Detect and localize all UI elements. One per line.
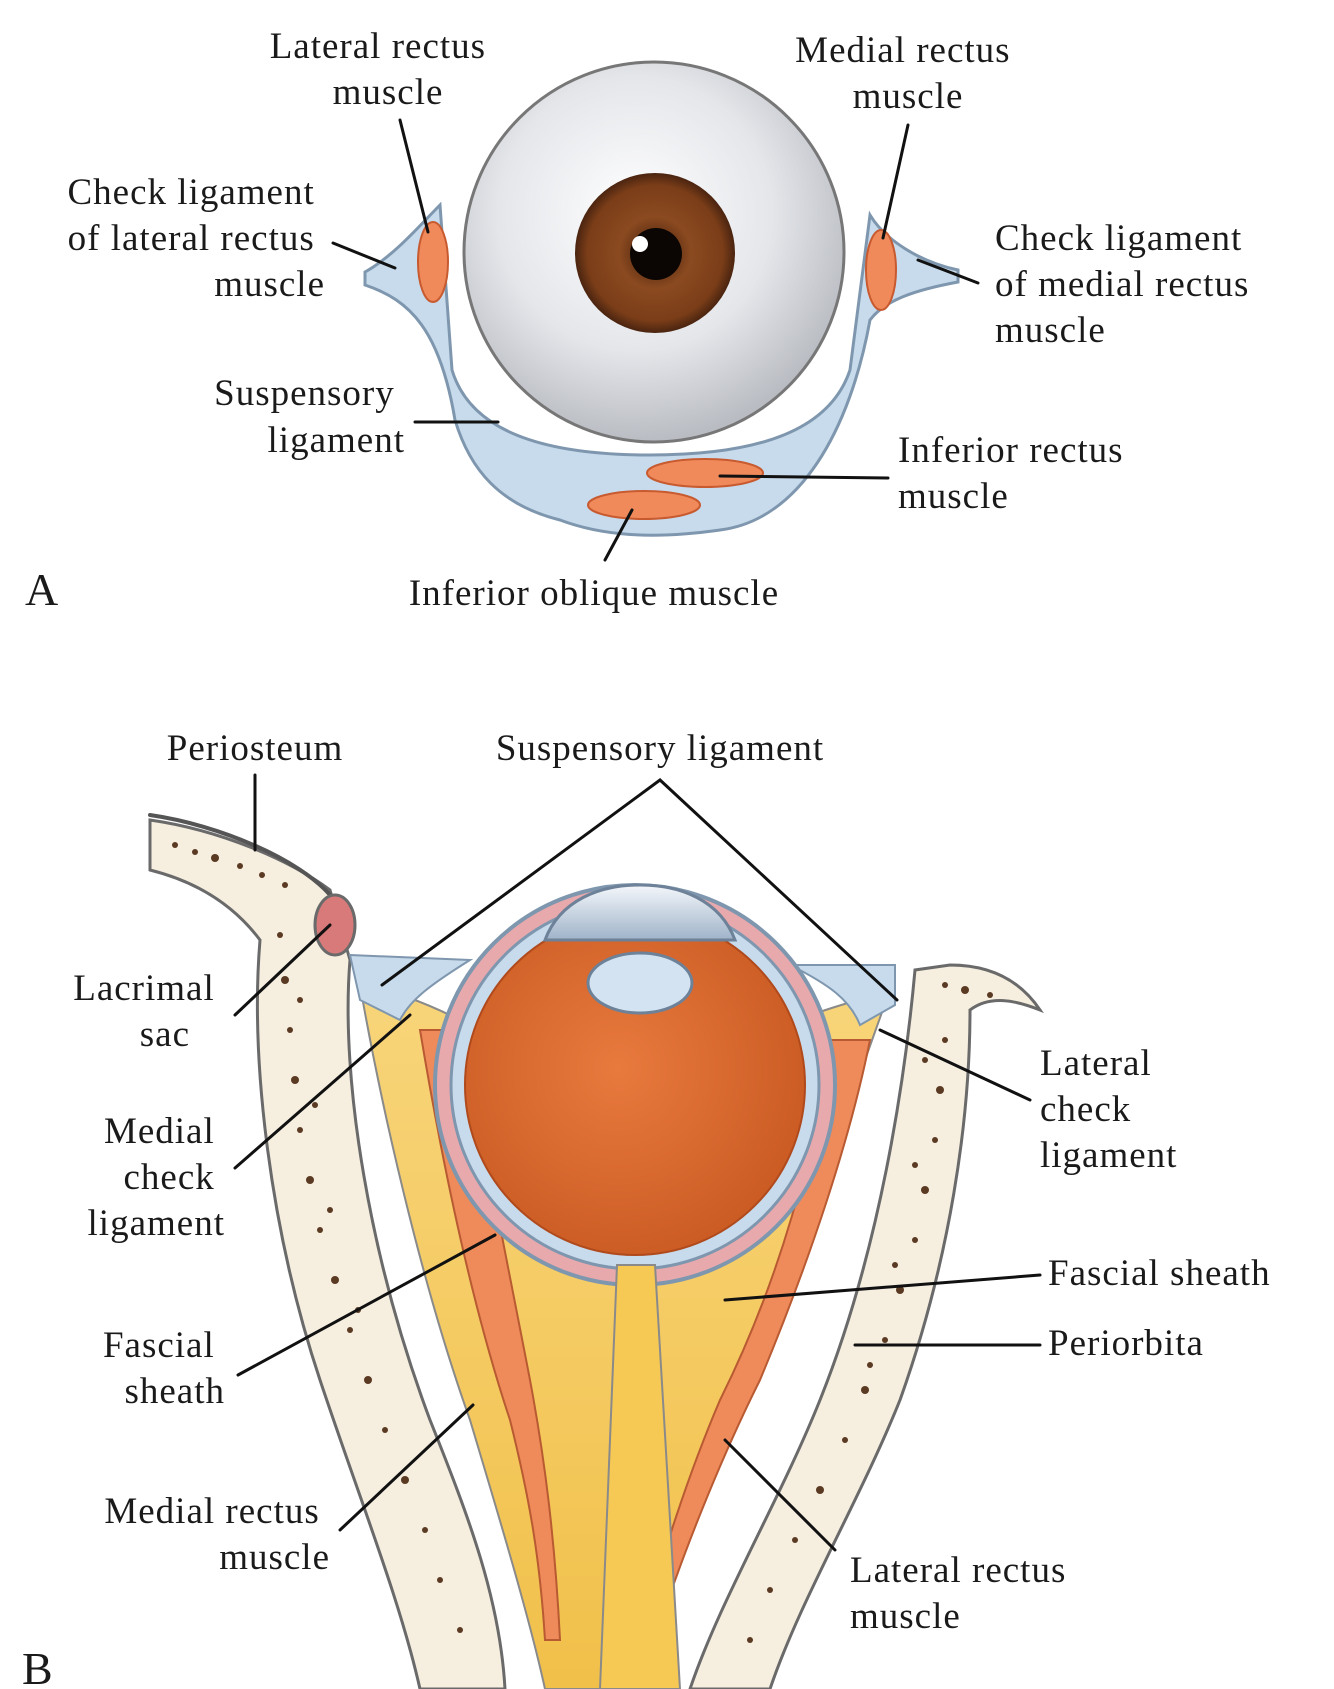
leader-medial-rectus (883, 125, 908, 238)
label-check-ligament-lateral: Check ligament of lateral rectus muscle (68, 172, 326, 305)
pupil-a (630, 228, 682, 280)
inferior-rectus-muscle-a (647, 459, 763, 487)
label-inferior-oblique-a: Inferior oblique muscle (409, 573, 779, 614)
label-lacrimal-sac: Lacrimal sac (73, 968, 225, 1055)
panel-a-frontal-view: Lateral rectus muscle Medial rectus musc… (25, 26, 1260, 615)
lateral-rectus-muscle-a (418, 222, 448, 302)
label-check-ligament-medial: Check ligament of medial rectus muscle (995, 218, 1260, 351)
label-lateral-check-ligament: Lateral check ligament (1040, 1043, 1177, 1176)
pupil-highlight (632, 236, 648, 252)
panel-letter-a: A (25, 564, 58, 615)
label-inferior-rectus-a: Inferior rectus muscle (898, 430, 1134, 517)
label-lateral-rectus-b: Lateral rectus muscle (850, 1550, 1077, 1637)
label-fascial-sheath-right: Fascial sheath (1048, 1253, 1271, 1294)
label-lateral-rectus-a: Lateral rectus muscle (270, 26, 497, 113)
leader-inferior-rectus (720, 476, 888, 478)
medial-rectus-muscle-a (866, 230, 896, 310)
label-suspensory-ligament-b: Suspensory ligament (496, 728, 824, 769)
panel-letter-b: B (22, 1643, 53, 1689)
label-medial-check-ligament: Medial check ligament (88, 1111, 225, 1244)
leader-lateral-rectus (400, 120, 428, 232)
lacrimal-sac-b (315, 895, 355, 955)
label-fascial-sheath-left: Fascial sheath (103, 1325, 225, 1412)
lens-b (588, 953, 692, 1013)
panel-b-horizontal-section: Periosteum Suspensory ligament Lacrimal … (22, 728, 1271, 1689)
label-periosteum: Periosteum (167, 728, 343, 769)
label-periorbita: Periorbita (1048, 1323, 1204, 1364)
leader-check-lateral (333, 243, 395, 268)
label-medial-rectus-a: Medial rectus muscle (795, 30, 1021, 117)
label-suspensory-ligament-a: Suspensory ligament (214, 373, 405, 461)
inferior-oblique-muscle-a (588, 491, 700, 519)
label-medial-rectus-b: Medial rectus muscle (104, 1491, 330, 1578)
